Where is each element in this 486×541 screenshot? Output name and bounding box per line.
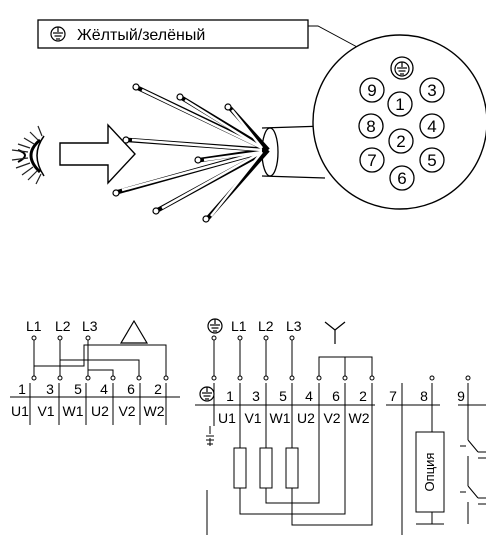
pin-label: 7 (367, 151, 376, 170)
pin-label: 3 (427, 81, 436, 100)
line-label: L3 (82, 318, 98, 334)
eye-icon (11, 125, 45, 185)
line-label: L2 (55, 318, 71, 334)
pin-label: 5 (427, 151, 436, 170)
terminal-number: 6 (127, 381, 135, 397)
pin-label: 9 (367, 81, 376, 100)
terminal-number: 3 (252, 388, 260, 404)
terminal-number: 2 (359, 388, 367, 404)
earth-legend: Жёлтый/зелёный (37, 19, 401, 71)
option-terminals: 7 8 9 Опция (386, 375, 486, 535)
pin-label: 1 (395, 95, 404, 114)
pin-label: 4 (427, 117, 436, 136)
terminal-name: V1 (37, 403, 54, 419)
terminal-number: 1 (226, 388, 234, 404)
delta-wiring: L1 L2 L3 1 3 (10, 318, 180, 425)
line-label: L1 (231, 318, 247, 334)
terminal-name: U2 (91, 403, 109, 419)
terminal-name: V2 (323, 410, 340, 426)
terminal-number: 1 (18, 381, 26, 397)
earth-legend-label: Жёлтый/зелёный (77, 27, 205, 44)
terminal-number: 8 (420, 388, 428, 404)
terminal-name: V2 (118, 403, 135, 419)
line-label: L3 (286, 318, 302, 334)
terminal-name: V1 (244, 410, 261, 426)
terminal-number: 4 (100, 381, 108, 397)
terminal-name: U1 (218, 410, 236, 426)
terminal-number: 9 (457, 388, 465, 404)
terminal-number: 5 (74, 381, 82, 397)
terminal-name: W1 (63, 403, 84, 419)
terminal-number: 7 (389, 388, 397, 404)
terminal-name: U2 (297, 410, 315, 426)
earth-ground-icon (199, 386, 215, 402)
connector-face: 9 1 3 8 4 2 7 5 6 (312, 34, 486, 210)
pin-label: 2 (396, 132, 405, 151)
terminal-name: W2 (144, 403, 165, 419)
triangle-icon (119, 319, 149, 344)
option-label: Опция (422, 453, 437, 492)
terminal-number: 6 (332, 388, 340, 404)
terminal-name: W1 (270, 410, 291, 426)
pin-label: 6 (397, 169, 406, 188)
terminal-name: W2 (349, 410, 370, 426)
earth-ground-icon (207, 318, 223, 334)
terminal-number: 5 (279, 388, 287, 404)
line-label: L2 (258, 318, 274, 334)
pin-label: 8 (366, 117, 375, 136)
terminal-number: 2 (154, 381, 162, 397)
terminal-number: 3 (46, 381, 54, 397)
star-wiring: L1 L2 L3 (195, 318, 375, 535)
line-label: L1 (26, 318, 42, 334)
cable-icon (112, 83, 326, 223)
y-icon (324, 321, 346, 344)
terminal-number: 4 (305, 388, 313, 404)
terminal-name: U1 (11, 403, 29, 419)
view-direction-arrow-icon (59, 123, 136, 185)
